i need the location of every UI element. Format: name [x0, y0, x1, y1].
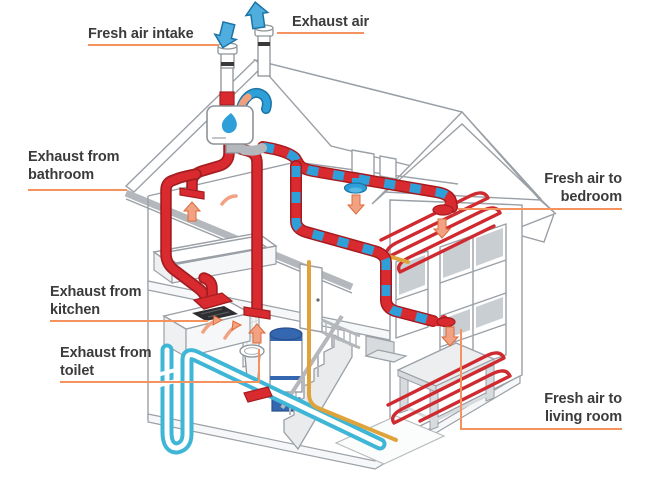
bathroom-ceiling-edge: [147, 161, 297, 197]
diffusers-and-arrows: [182, 178, 460, 347]
roof-overhang-lines: [371, 123, 557, 215]
living-floor-coil: [386, 351, 512, 425]
callout-exhaust-air: Exhaust air: [292, 14, 370, 30]
hall-supply-arrow-icon: [346, 194, 366, 215]
bedroom-supply-arrow-icon: [432, 218, 452, 239]
bedroom-floor-coil: [379, 191, 502, 274]
intake-down-arrow-icon: [213, 20, 239, 49]
exhaust-stack: [254, 24, 274, 77]
ground-slab: [147, 373, 521, 470]
hall-diffuser-stem: [352, 178, 359, 185]
exhaust-ducts: [166, 141, 273, 403]
hrv-unit-assembly: [206, 61, 272, 156]
callout-exhaust-from-toilet: Exhaust from toilet: [60, 345, 152, 379]
living-supply-arrow-icon: [440, 326, 460, 347]
bathroom-air-swirl: [220, 194, 238, 206]
floor-exhaust-grille: [243, 386, 273, 403]
roof-gable: [382, 110, 542, 201]
callout-fresh-air-to-bedroom: Fresh air to bedroom: [544, 171, 622, 205]
callout-exhaust-from-kitchen: Exhaust from kitchen: [50, 284, 142, 318]
callout-exhaust-from-bathroom: Exhaust from bathroom: [28, 149, 120, 183]
roof-ridge: [254, 59, 463, 113]
unit-top-connector: [219, 91, 235, 106]
back-wall-window: [351, 149, 375, 177]
upper-wall-top-edge: [295, 161, 459, 185]
intake-stack: [217, 42, 238, 69]
cooktop: [192, 306, 238, 321]
armchair: [364, 335, 408, 363]
callout-fresh-air-to-living-room: Fresh air to living room: [544, 391, 622, 425]
hrv-logo: [221, 113, 237, 134]
living-wall-diffuser: [436, 316, 456, 328]
floor-air-coils: [379, 191, 512, 425]
callout-fresh-air-intake: Fresh air intake: [88, 26, 194, 42]
leader-fresh-living: [460, 329, 622, 430]
yellow-pipe: [307, 254, 410, 442]
callout-leader-lines: [28, 32, 622, 430]
back-wall-window: [379, 155, 397, 180]
door-handle: [316, 298, 320, 302]
porch-slab: [334, 415, 446, 465]
bathroom-extract-arrow-icon: [182, 201, 202, 222]
roof-stacks: [213, 1, 274, 77]
window-glass: [399, 255, 425, 295]
exhaust-up-arrow-icon: [244, 1, 270, 30]
bathroom-exhaust-grille: [179, 187, 205, 200]
landing-railing: [321, 318, 361, 350]
toilet-extract-arrow-icon: [247, 323, 267, 344]
bedroom-floor-diffuser: [432, 204, 454, 216]
leader-exhaust-toilet: [60, 349, 260, 383]
toilet-exhaust-grille: [243, 306, 271, 320]
